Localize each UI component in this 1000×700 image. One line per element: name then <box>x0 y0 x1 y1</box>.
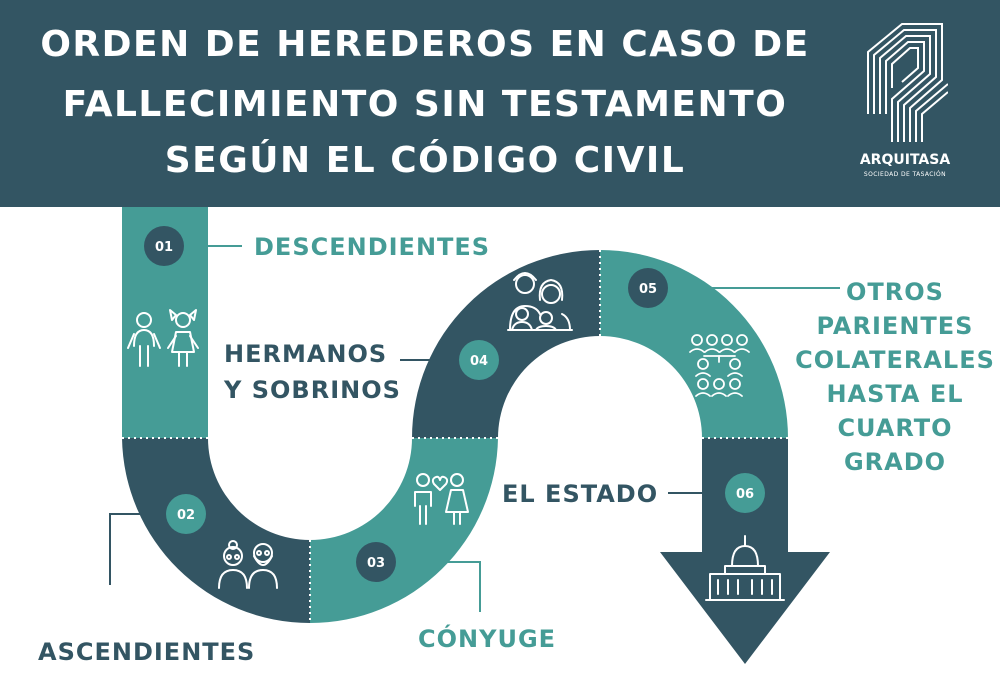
label-ascendientes: ASCENDIENTES <box>38 638 256 666</box>
label-descendientes: DESCENDIENTES <box>254 233 491 261</box>
label-hermanos-line-2: Y SOBRINOS <box>224 376 401 404</box>
title-line-3: SEGÚN EL CÓDIGO CIVIL <box>164 140 686 181</box>
label-colaterales-line-2: PARIENTES <box>816 312 974 340</box>
header-banner: ORDEN DE HEREDEROS EN CASO DE FALLECIMIE… <box>0 0 1000 207</box>
title-line-2: FALLECIMIENTO SIN TESTAMENTO <box>62 84 788 125</box>
badge-03-number: 03 <box>367 556 385 571</box>
label-colaterales-line-3: COLATERALES <box>795 346 995 374</box>
segment-03 <box>310 438 498 623</box>
connector-02 <box>109 513 164 585</box>
badge-05-number: 05 <box>639 282 657 297</box>
label-colaterales-line-4: HASTA EL <box>826 380 964 408</box>
grandparents-icon <box>218 540 278 589</box>
capitol-icon <box>705 535 785 601</box>
label-hermanos-line-1: HERMANOS <box>224 340 388 368</box>
badge-02: 02 <box>166 494 206 534</box>
family-tree-icon <box>689 334 750 397</box>
brand-name: ARQUITASA <box>859 152 951 168</box>
family-icon <box>507 272 573 331</box>
label-conyuge: CÓNYUGE <box>418 625 557 653</box>
badge-06: 06 <box>725 473 765 513</box>
segment-06 <box>660 438 830 664</box>
brand-tagline: SOCIEDAD DE TASACIÓN <box>863 171 947 178</box>
connector-03 <box>396 561 481 612</box>
label-colaterales-line-6: GRADO <box>843 448 947 476</box>
badge-02-number: 02 <box>177 508 195 523</box>
label-colaterales-line-1: OTROS <box>846 278 944 306</box>
children-icon <box>127 309 199 367</box>
badge-06-number: 06 <box>736 487 754 502</box>
badge-05: 05 <box>628 268 668 308</box>
segment-04 <box>412 250 600 438</box>
segment-02 <box>122 438 310 623</box>
badge-01: 01 <box>144 226 184 266</box>
couple-icon <box>414 473 469 525</box>
arquitasa-logo-icon <box>867 23 948 142</box>
label-el-estado: EL ESTADO <box>502 480 659 508</box>
badge-01-number: 01 <box>155 240 173 255</box>
badge-04: 04 <box>459 340 499 380</box>
badge-03: 03 <box>356 542 396 582</box>
label-colaterales-line-5: CUARTO <box>837 414 953 442</box>
title-line-1: ORDEN DE HEREDEROS EN CASO DE <box>40 24 810 65</box>
badge-04-number: 04 <box>470 354 488 369</box>
